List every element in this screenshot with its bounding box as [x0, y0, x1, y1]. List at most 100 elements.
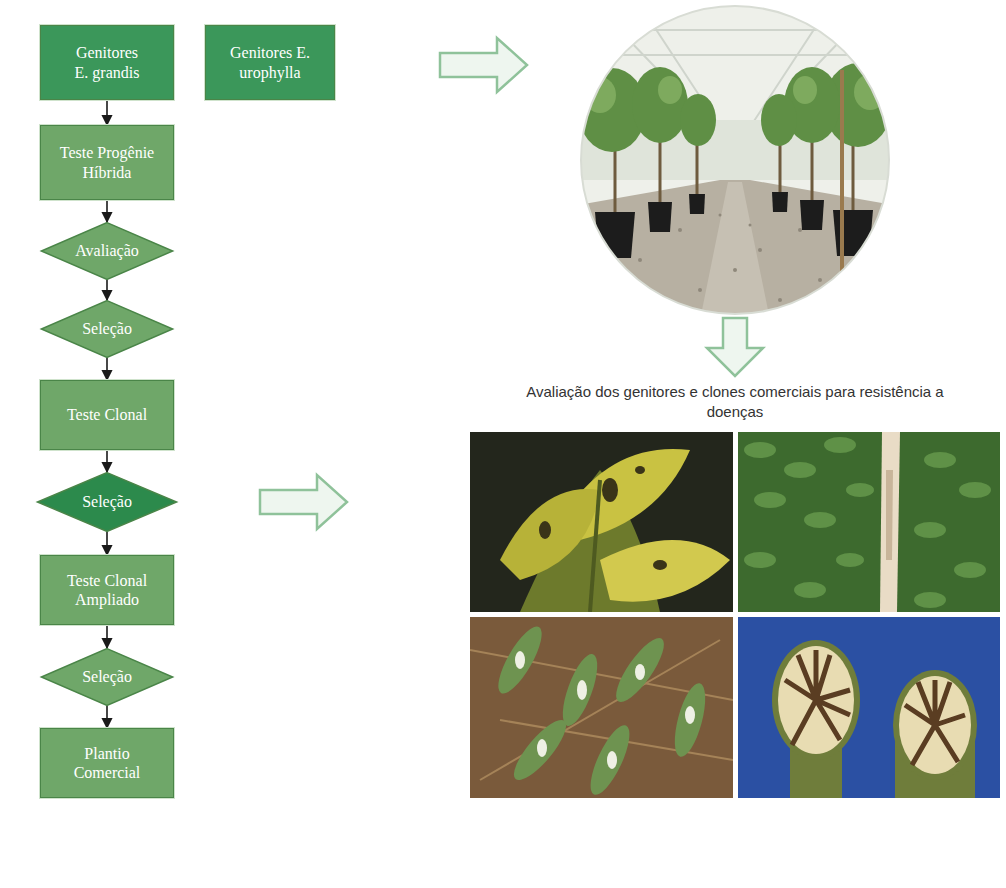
greenhouse-photo-part-part: [698, 288, 702, 292]
flow-arrow: [106, 450, 108, 472]
node-label: Plantio Comercial: [51, 744, 163, 782]
caption-label: Avaliação dos genitores e clones comerci…: [503, 382, 967, 421]
node-text: Plantio Comercial: [51, 744, 163, 782]
leaf-spot-photo-part-part: [491, 621, 550, 699]
greenhouse-photo-part-part: [680, 94, 716, 146]
node-label: Seleção: [82, 667, 132, 686]
leaf-spot-photo-part-part: [669, 680, 712, 760]
leaf-spot-photo-part-part: [607, 751, 617, 769]
greenhouse-photo-part-part: [761, 94, 797, 146]
stem-canker-photo-part-part: [846, 483, 874, 497]
node-label: Seleção: [82, 319, 132, 338]
leaf-disease-photo-part: [500, 489, 600, 580]
greenhouse-photo: [578, 4, 894, 320]
node-label: Avaliação: [75, 241, 139, 260]
node-text: Seleção: [82, 319, 132, 338]
parent-box: Genitores E. urophylla: [205, 25, 335, 100]
stem-section-photo-part: [899, 676, 971, 774]
leaf-disease-photo-part: [470, 432, 733, 612]
stem-canker-photo: [738, 432, 1000, 612]
greenhouse-photo-part-part: [749, 224, 752, 227]
leaf-spot-photo-part-part: [608, 632, 671, 708]
greenhouse-photo-part: [595, 192, 873, 258]
flow-arrow: [106, 625, 108, 648]
greenhouse-photo-part-part: [758, 248, 762, 252]
leaf-spot-photo-part-part: [556, 650, 605, 730]
stem-canker-photo-part-part: [804, 512, 836, 528]
decision-diamond: Avaliação: [40, 222, 174, 280]
leaf-disease-photo-part: [539, 466, 667, 570]
flow-arrow: [106, 280, 108, 300]
stem-section-photo-part: [772, 640, 860, 760]
greenhouse-photo-part-part: [648, 202, 672, 232]
diamond-shape: [41, 649, 172, 706]
greenhouse-photo-part-part: [719, 214, 722, 217]
stem-canker-photo-part: [738, 432, 1000, 612]
stem-section-photo: [738, 617, 1000, 798]
block-arrow: [440, 38, 527, 92]
stem-canker-photo-part-part: [914, 522, 946, 538]
greenhouse-photo-part-part: [854, 74, 886, 110]
stem-canker-photo-part-part: [959, 482, 991, 498]
leaf-spot-photo-part-part: [537, 739, 547, 757]
node-text: Genitores E. urophylla: [225, 43, 315, 81]
node-text: Teste Progênie Híbrida: [51, 143, 163, 181]
stem-canker-photo-part-part: [754, 492, 786, 508]
stem-canker-photo-part-part: [744, 552, 776, 568]
node-text: Seleção: [82, 492, 132, 511]
stem-section-photo-part: [905, 680, 965, 765]
leaf-spot-photo-part-part: [577, 680, 587, 700]
leaf-spot-photo-part: [491, 621, 712, 798]
greenhouse-photo-part-part: [618, 298, 622, 302]
stem-section-photo-part: [785, 650, 850, 745]
node-label: Genitores E. grandis: [69, 43, 145, 81]
parent-box: Genitores E. grandis: [40, 25, 174, 100]
leaf-spot-photo: [470, 617, 733, 798]
node-text: Teste Clonal: [67, 405, 147, 424]
leaf-spot-photo-part-part: [515, 651, 525, 669]
node-label: Teste Progênie Híbrida: [51, 143, 163, 181]
greenhouse-photo-part-part: [658, 76, 682, 104]
node-label: Seleção: [82, 492, 132, 511]
decision-diamond: Seleção: [36, 472, 178, 532]
greenhouse-photo-part-part: [678, 228, 682, 232]
leaf-disease-photo-part: [590, 480, 600, 612]
stem-canker-photo-part-part: [836, 553, 864, 567]
greenhouse-photo-part-part: [818, 278, 822, 282]
node-text: Genitores E. grandis: [69, 43, 145, 81]
diamond-shape: [41, 223, 172, 280]
greenhouse-photo-part-part: [584, 77, 616, 113]
stem-canker-photo-part-part: [794, 582, 826, 598]
leaf-spot-photo-part-part: [583, 720, 637, 798]
greenhouse-photo-part-part: [800, 200, 824, 230]
stem-canker-photo-part-part: [924, 452, 956, 468]
stem-section-photo-part: [778, 646, 854, 754]
node-label: Teste Clonal: [67, 405, 147, 424]
photo-frame: [581, 6, 889, 314]
greenhouse-photo-part-part: [793, 76, 817, 104]
leaf-disease-photo-part: [600, 540, 730, 602]
leaf-disease-photo-part-part: [653, 560, 667, 570]
leaf-disease-photo-part-part: [602, 478, 618, 502]
stem-canker-photo-part-part: [954, 562, 986, 578]
greenhouse-photo-part-part: [632, 67, 688, 143]
block-arrow: [707, 318, 763, 376]
process-box: Teste Clonal Ampliado: [40, 555, 174, 625]
greenhouse-photo-part: [578, 180, 894, 320]
decision-diamond: Seleção: [40, 300, 174, 358]
flow-arrow: [106, 200, 108, 222]
node-text: Avaliação: [75, 241, 139, 260]
stem-canker-photo-part: [880, 432, 900, 612]
diamond-shape: [37, 473, 176, 532]
flow-arrow: [106, 100, 108, 125]
stem-canker-photo-part-part: [824, 437, 856, 453]
process-box: Teste Clonal: [40, 380, 174, 450]
node-text: Seleção: [82, 667, 132, 686]
leaf-disease-photo-part-part: [635, 466, 645, 474]
greenhouse-photo-part-part: [798, 228, 802, 232]
greenhouse-photo-part-part: [833, 210, 873, 256]
stem-canker-photo-part-part: [914, 592, 946, 608]
greenhouse-photo-part-part: [733, 268, 737, 272]
stem-section-photo-part: [893, 670, 977, 780]
